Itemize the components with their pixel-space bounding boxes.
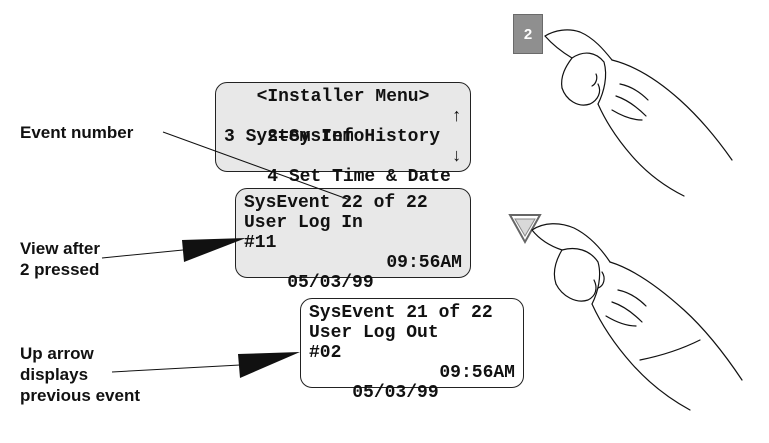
up-arrow-leader-line [111,364,241,373]
view-after-leader-line [101,249,184,259]
event-number-label: Event number [20,123,134,142]
up-arrow-arrowhead [238,352,300,378]
menu-item-system-history: 2=System History ↑ [224,107,462,147]
event-description: User Log In [244,213,363,233]
menu-item-system-history-label: 2=System History [267,127,441,147]
menu-item-system-info: 3 System Info [224,127,365,147]
event-timestamp: 05/03/99 09:56AM [244,253,462,293]
view-after-line-1: View after [20,239,101,258]
down-arrow-icon: ↓ [451,147,462,167]
up-arrow-key-icon [508,214,542,245]
lower-hand-icon [531,223,743,411]
event-number-leader-line [162,131,351,201]
event-timestamp: 05/03/99 09:56AM [309,363,515,403]
up-arrow-icon: ↑ [451,107,462,127]
event-time: 09:56AM [386,253,462,273]
view-after-arrowhead [182,238,246,262]
previous-event-display: SysEvent 21 of 22 User Log Out #02 05/03… [300,298,524,403]
event-counter: SysEvent 22 of 22 [244,193,428,213]
upper-hand-icon [544,29,733,197]
menu-title: <Installer Menu> [256,87,430,107]
event-date: 05/03/99 [287,273,374,293]
event-counter: SysEvent 21 of 22 [309,303,493,323]
installer-menu-display: <Installer Menu> 2=System History ↑ 3 Sy… [215,82,471,187]
view-after-line-2: 2 pressed [20,260,100,279]
current-event-display: SysEvent 22 of 22 User Log In #11 05/03/… [235,188,471,293]
view-after-label: View after 2 pressed [20,238,100,280]
up-arrow-line-2: displays [20,365,89,384]
up-arrow-line-1: Up arrow [20,344,94,363]
event-user-number: #11 [244,233,277,253]
up-arrow-label: Up arrow displays previous event [20,343,140,406]
menu-item-set-time-date-label: 4 Set Time & Date [267,167,451,187]
event-date: 05/03/99 [352,383,439,403]
menu-item-set-time-date: 4 Set Time & Date ↓ [224,147,462,187]
event-description: User Log Out [309,323,439,343]
event-user-number: #02 [309,343,342,363]
number-key-2: 2 [513,14,543,54]
event-time: 09:56AM [439,363,515,383]
up-arrow-line-3: previous event [20,386,140,405]
